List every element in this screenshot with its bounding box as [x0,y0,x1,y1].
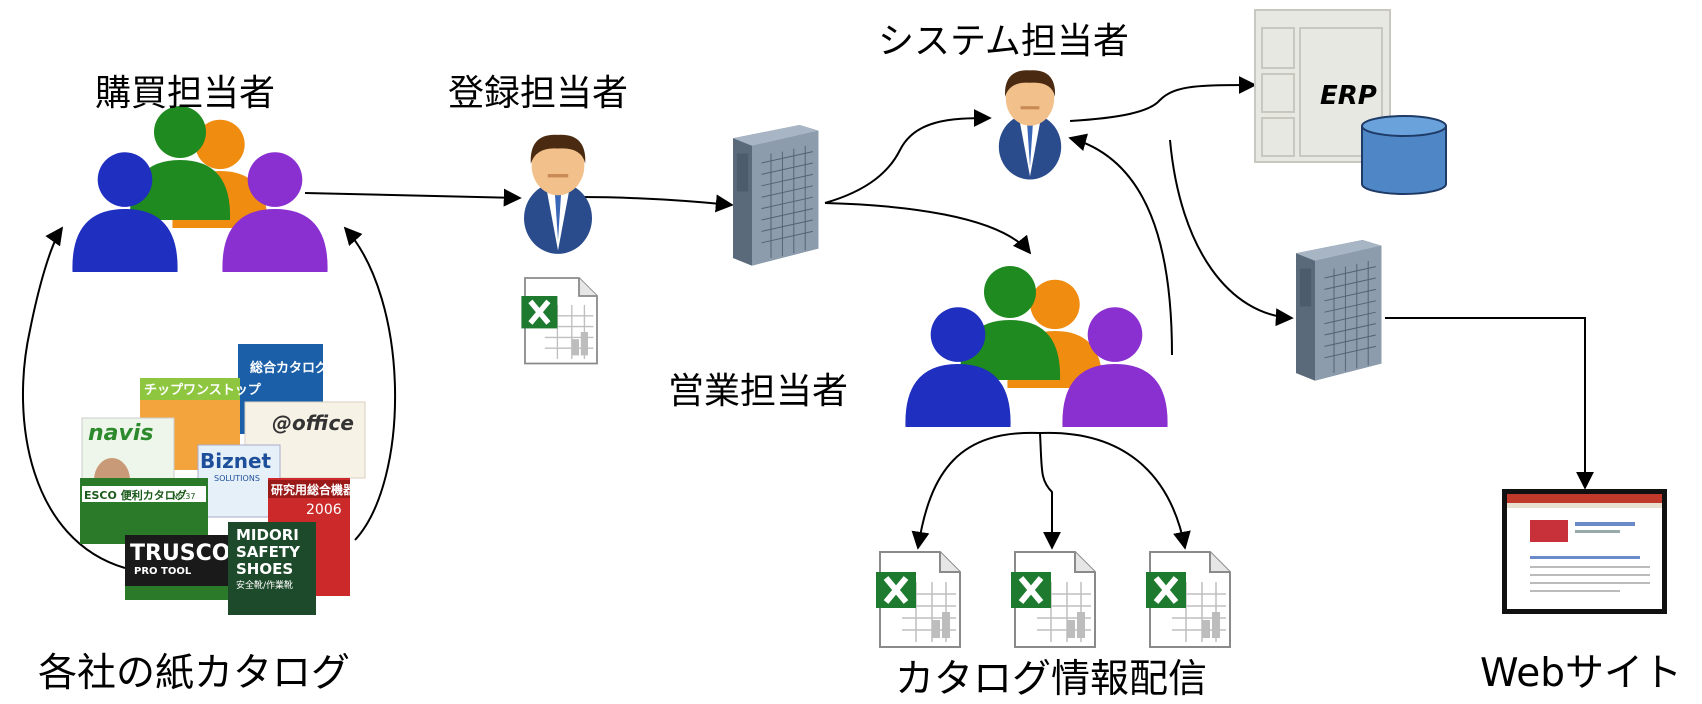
arrow-webserver-to-website [1385,317,1594,490]
catalog-sub-1: SAFETY [236,543,301,561]
website-screenshot-icon [1502,489,1667,614]
catalog-distribution-label: カタログ情報配信 [895,657,1208,702]
arrow-sales-to-excel-2 [1039,432,1061,550]
paper-catalogs-label: 各社の紙カタログ [38,651,351,696]
arrow-sales-to-excel-1 [911,431,1041,550]
paper-catalogs-collage: 総合カタログ チップワンストップ @office navis Biznet SO… [80,344,366,615]
arrow-sales-to-excel-3 [1039,431,1191,550]
distributed-excel-icon-1 [876,552,960,647]
erp-label: ERP [1320,81,1377,111]
catalog-title-6: ESCO 便利カタログ [84,488,187,502]
distributed-excel-icon-2 [1011,552,1095,647]
catalog-title-7: チップワンストップ [144,383,262,398]
catalog-title-0: TRUSCO [130,541,231,566]
arrow-registrar-to-server [579,194,734,213]
registrar-person-icon [524,134,592,254]
catalog-sub-0: PRO TOOL [134,566,192,577]
catalog-title-4: @office [272,411,354,435]
database-icon [1361,115,1447,195]
sales-group-icon [905,266,1168,427]
catalog-title-9: 研究用総合機器 [271,482,356,497]
website-label: Webサイト [1480,651,1683,696]
catalog-sub-2: 安全靴/作業靴 [236,579,293,591]
arrow-server-to-sales [824,202,1032,255]
registrar-excel-icon [521,278,597,364]
catalog-title-2: SHOES [236,560,293,578]
purchaser-label: 購買担当者 [95,73,276,114]
arrow-catalogs-to-purchaser-left [21,226,126,569]
catalog-title-3: Biznet [200,449,272,473]
purchaser-group-icon [72,106,328,272]
catalog-title-8: 総合カタログ [250,360,328,376]
arrow-sysadmin-to-erp [1069,76,1257,122]
connectors [21,76,1594,569]
web-server-icon [1295,239,1382,382]
system-admin-person-icon [998,70,1062,180]
distributed-excel-icon-3 [1146,552,1230,647]
system-admin-label: システム担当者 [878,21,1129,62]
arrow-server-to-sysadmin [824,109,992,204]
catalog-sub-3: SOLUTIONS [214,474,260,483]
catalog-title-1: MIDORI [236,526,299,544]
erp-system-icon: ERP [1254,9,1391,163]
arrow-sysadmin-to-webserver [1169,139,1294,327]
catalog-sub-6: No.37 [172,492,195,501]
server-icon [732,124,819,267]
registrar-label: 登録担当者 [448,73,629,114]
arrow-purchaser-to-registrar [304,188,522,207]
arrow-catalogs-to-purchaser-right [343,226,397,541]
sales-label: 営業担当者 [668,371,849,412]
catalog-sub-9: 2006 [306,502,342,518]
arrow-sales-to-sysadmin [1068,133,1173,356]
catalog-title-5: navis [88,421,153,446]
